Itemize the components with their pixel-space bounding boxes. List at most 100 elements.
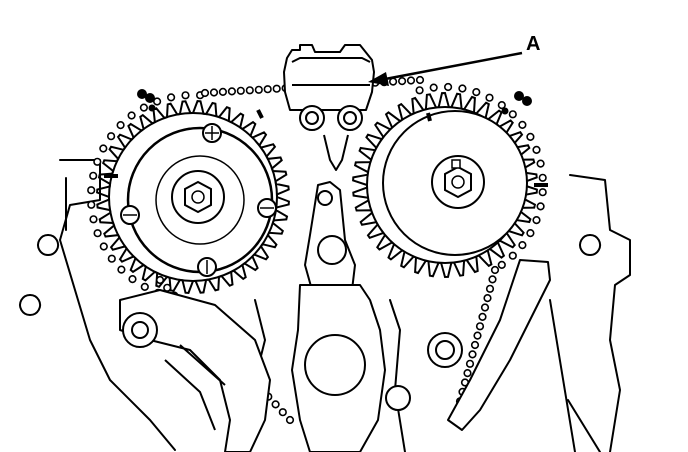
right-center-bolt-core (451, 175, 465, 189)
chain-link (127, 111, 136, 120)
chain-link (163, 283, 172, 292)
chain-link (200, 88, 210, 98)
chain-guide-arm (291, 181, 386, 452)
chain-color-links (137, 89, 532, 115)
chain-link (468, 350, 477, 359)
chain-link (209, 88, 219, 97)
guide-arm-boss (317, 235, 347, 265)
callout-a: A (368, 33, 540, 86)
color-link (137, 89, 147, 99)
chain-link (444, 82, 453, 92)
right-chain-guide (385, 259, 551, 431)
color-link (145, 93, 155, 103)
guide-arm-pivot-icon (317, 190, 333, 206)
chain-link (99, 144, 108, 153)
chain-link (497, 260, 506, 270)
chain-link (485, 93, 494, 102)
left-sprocket-ring (108, 112, 278, 282)
chain-link (116, 120, 125, 130)
chain-link (538, 173, 547, 182)
chain-link (139, 103, 148, 112)
right-center-bolt-icon (444, 165, 472, 199)
right-guide-body (447, 259, 551, 431)
chain-link (463, 369, 472, 378)
chain-link (472, 87, 481, 97)
right-timing-mark (426, 112, 432, 122)
chain-link (497, 100, 506, 110)
right-guide-bolt-core (435, 340, 455, 360)
left-timing-mark (256, 109, 264, 119)
shoe-rib (164, 359, 216, 431)
right-cam-sprocket (352, 91, 548, 279)
chain-link (278, 408, 287, 417)
left-cam-sprocket (96, 100, 290, 294)
color-link (514, 91, 524, 101)
chain-link (254, 85, 263, 94)
chain-link (465, 359, 475, 368)
left-center-bolt-icon (184, 180, 212, 214)
chain-link (415, 86, 424, 95)
chain-link (470, 340, 480, 350)
chain-link (508, 110, 517, 119)
shoe-pivot-bolt-core (131, 321, 149, 339)
callout-a-leader (379, 51, 523, 82)
chain-link (87, 200, 96, 209)
chain-link (536, 202, 545, 211)
chain-link (406, 76, 416, 85)
chain-link (532, 145, 541, 154)
tensioner-plunger (323, 134, 349, 171)
chain-link (518, 120, 527, 129)
chain-tensioner (283, 44, 375, 171)
chain-link (93, 157, 102, 166)
chain-link (271, 400, 280, 409)
callout-a-arrowhead (368, 72, 389, 86)
chain-link (389, 77, 398, 86)
chain-link (227, 87, 236, 96)
chain-link (536, 159, 545, 168)
chain-link (140, 282, 149, 292)
chain-link (107, 254, 116, 263)
chain-link (538, 188, 547, 197)
chain-link (285, 415, 295, 425)
tensioner-bolt-core (343, 111, 357, 125)
chain-link (89, 215, 98, 224)
chain-link (218, 87, 227, 96)
right-dowel-pin (451, 159, 461, 169)
chain-link (485, 284, 495, 293)
chain-link (153, 97, 162, 106)
left-hub-inner-ring (155, 155, 245, 245)
chain-link (398, 76, 407, 86)
chain-link (93, 229, 102, 238)
tensioner-top-ridge (291, 57, 371, 63)
chain-link (128, 275, 137, 284)
chain-link (87, 186, 96, 195)
chain-link (518, 241, 527, 250)
chain-link (532, 216, 541, 225)
color-link (522, 96, 532, 106)
color-link (148, 104, 156, 112)
chain-link (117, 265, 126, 274)
lower-left-tensioner-shoe (119, 289, 271, 452)
chain-link (526, 132, 535, 141)
chain-link (473, 331, 482, 340)
tensioner-bolt-core (305, 111, 319, 125)
chain-link (236, 86, 245, 95)
chain-link (478, 312, 487, 322)
chain-link (415, 75, 425, 85)
chain-link (167, 93, 176, 102)
guide-plate-hole (304, 334, 366, 396)
chain-link (508, 251, 517, 260)
chain-link (99, 242, 108, 251)
chain-link (480, 303, 490, 312)
color-link (501, 107, 509, 115)
chain-link (490, 265, 500, 275)
chain-link (89, 171, 98, 180)
chain-link (272, 84, 281, 93)
chain-link (245, 86, 254, 95)
chain-link (526, 229, 535, 238)
left-center-bolt-core (191, 190, 205, 204)
tensioner-body (283, 44, 375, 111)
chain-link (263, 85, 272, 94)
callout-a-label: A (526, 33, 540, 55)
